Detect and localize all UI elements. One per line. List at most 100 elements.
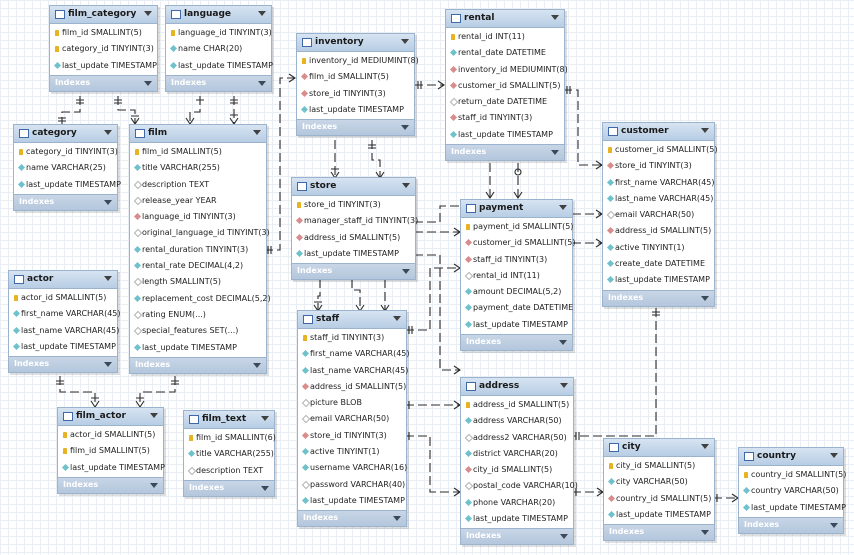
column-row[interactable]: last_update TIMESTAMP — [292, 246, 415, 262]
column-row[interactable]: postal_code VARCHAR(10) — [461, 478, 578, 494]
column-row[interactable]: title VARCHAR(255) — [130, 160, 266, 176]
indexes-section[interactable]: Indexes — [461, 528, 573, 545]
column-row[interactable]: country VARCHAR(50) — [739, 483, 843, 499]
column-row[interactable]: store_id TINYINT(3) — [292, 197, 415, 213]
expand-indexes-icon[interactable] — [253, 362, 261, 368]
column-row[interactable]: rental_id INT(11) — [461, 268, 572, 284]
column-row[interactable]: last_update TIMESTAMP — [604, 507, 714, 523]
expand-indexes-icon[interactable] — [144, 80, 152, 86]
column-row[interactable]: actor_id SMALLINT(5) — [9, 290, 117, 306]
column-row[interactable]: first_name VARCHAR(45) — [298, 346, 410, 362]
collapse-caret-icon[interactable] — [559, 205, 567, 210]
column-row[interactable]: manager_staff_id TINYINT(3) — [292, 213, 418, 229]
column-row[interactable]: payment_id SMALLINT(5) — [461, 219, 573, 235]
table-header[interactable]: rental — [446, 10, 564, 28]
column-row[interactable]: description TEXT — [184, 463, 274, 479]
collapse-caret-icon[interactable] — [261, 416, 269, 421]
table-header[interactable]: country — [739, 448, 843, 466]
column-row[interactable]: film_id SMALLINT(5) — [50, 25, 157, 41]
collapse-caret-icon[interactable] — [402, 183, 410, 188]
column-row[interactable]: picture BLOB — [298, 395, 406, 411]
indexes-section[interactable]: Indexes — [292, 263, 415, 280]
column-row[interactable]: address_id SMALLINT(5) — [603, 223, 714, 239]
column-row[interactable]: last_update TIMESTAMP — [603, 272, 714, 288]
indexes-section[interactable]: Indexes — [9, 356, 117, 373]
column-row[interactable]: store_id TINYINT(3) — [298, 428, 406, 444]
column-row[interactable]: staff_id TINYINT(3) — [298, 330, 406, 346]
collapse-caret-icon[interactable] — [104, 276, 112, 281]
column-row[interactable]: store_id TINYINT(3) — [297, 86, 414, 102]
expand-indexes-icon[interactable] — [150, 482, 158, 488]
indexes-section[interactable]: Indexes — [14, 193, 117, 210]
column-row[interactable]: rental_id INT(11) — [446, 29, 564, 45]
indexes-section[interactable]: Indexes — [130, 356, 266, 373]
indexes-section[interactable]: Indexes — [461, 334, 572, 351]
column-row[interactable]: country_id SMALLINT(5) — [604, 491, 714, 507]
collapse-caret-icon[interactable] — [560, 383, 568, 388]
column-row[interactable]: last_update TIMESTAMP — [461, 511, 573, 527]
expand-indexes-icon[interactable] — [104, 199, 112, 205]
expand-indexes-icon[interactable] — [258, 80, 266, 86]
column-row[interactable]: last_name VARCHAR(45) — [9, 323, 119, 339]
collapse-caret-icon[interactable] — [258, 11, 266, 16]
indexes-section[interactable]: Indexes — [603, 289, 714, 306]
indexes-section[interactable]: Indexes — [739, 516, 843, 533]
column-row[interactable]: last_update TIMESTAMP — [130, 340, 266, 356]
indexes-section[interactable]: Indexes — [184, 479, 274, 496]
column-row[interactable]: staff_id TINYINT(3) — [446, 110, 564, 126]
column-row[interactable]: store_id TINYINT(3) — [603, 158, 714, 174]
column-row[interactable]: rental_date DATETIME — [446, 45, 564, 61]
expand-indexes-icon[interactable] — [551, 150, 559, 156]
column-row[interactable]: customer_id SMALLINT(5) — [603, 142, 717, 158]
column-row[interactable]: inventory_id MEDIUMINT(8) — [446, 62, 568, 78]
table-header[interactable]: film_category — [50, 6, 157, 24]
collapse-caret-icon[interactable] — [701, 444, 709, 449]
expand-indexes-icon[interactable] — [401, 125, 409, 131]
column-row[interactable]: email VARCHAR(50) — [298, 411, 406, 427]
column-row[interactable]: rating ENUM(...) — [130, 307, 266, 323]
indexes-section[interactable]: Indexes — [298, 510, 406, 527]
table-header[interactable]: film_text — [184, 411, 274, 429]
indexes-section[interactable]: Indexes — [58, 476, 163, 493]
collapse-caret-icon[interactable] — [551, 15, 559, 20]
column-row[interactable]: rental_rate DECIMAL(4,2) — [130, 258, 266, 274]
table-header[interactable]: film_actor — [58, 408, 163, 426]
table-header[interactable]: language — [166, 6, 271, 24]
column-row[interactable]: last_name VARCHAR(45) — [603, 191, 714, 207]
indexes-section[interactable]: Indexes — [297, 119, 414, 136]
column-row[interactable]: password VARCHAR(40) — [298, 477, 406, 493]
collapse-caret-icon[interactable] — [104, 130, 112, 135]
indexes-section[interactable]: Indexes — [446, 144, 564, 161]
column-row[interactable]: phone VARCHAR(20) — [461, 495, 573, 511]
column-row[interactable]: customer_id SMALLINT(5) — [446, 78, 564, 94]
table-header[interactable]: staff — [298, 311, 406, 329]
column-row[interactable]: customer_id SMALLINT(5) — [461, 235, 575, 251]
column-row[interactable]: title VARCHAR(255) — [184, 446, 274, 462]
column-row[interactable]: film_id SMALLINT(6) — [184, 430, 276, 446]
column-row[interactable]: first_name VARCHAR(45) — [9, 306, 121, 322]
column-row[interactable]: last_name VARCHAR(45) — [298, 363, 408, 379]
column-row[interactable]: category_id TINYINT(3) — [14, 144, 118, 160]
table-header[interactable]: film — [130, 125, 266, 143]
column-row[interactable]: last_update TIMESTAMP — [461, 317, 572, 333]
column-row[interactable]: amount DECIMAL(5,2) — [461, 284, 572, 300]
column-row[interactable]: city VARCHAR(50) — [604, 474, 714, 490]
table-header[interactable]: category — [14, 125, 117, 143]
column-row[interactable]: username VARCHAR(16) — [298, 460, 407, 476]
column-row[interactable]: language_id TINYINT(3) — [166, 25, 272, 41]
expand-indexes-icon[interactable] — [559, 340, 567, 346]
column-row[interactable]: address VARCHAR(50) — [461, 413, 573, 429]
column-row[interactable]: film_id SMALLINT(5) — [58, 443, 163, 459]
column-row[interactable]: description TEXT — [130, 177, 266, 193]
